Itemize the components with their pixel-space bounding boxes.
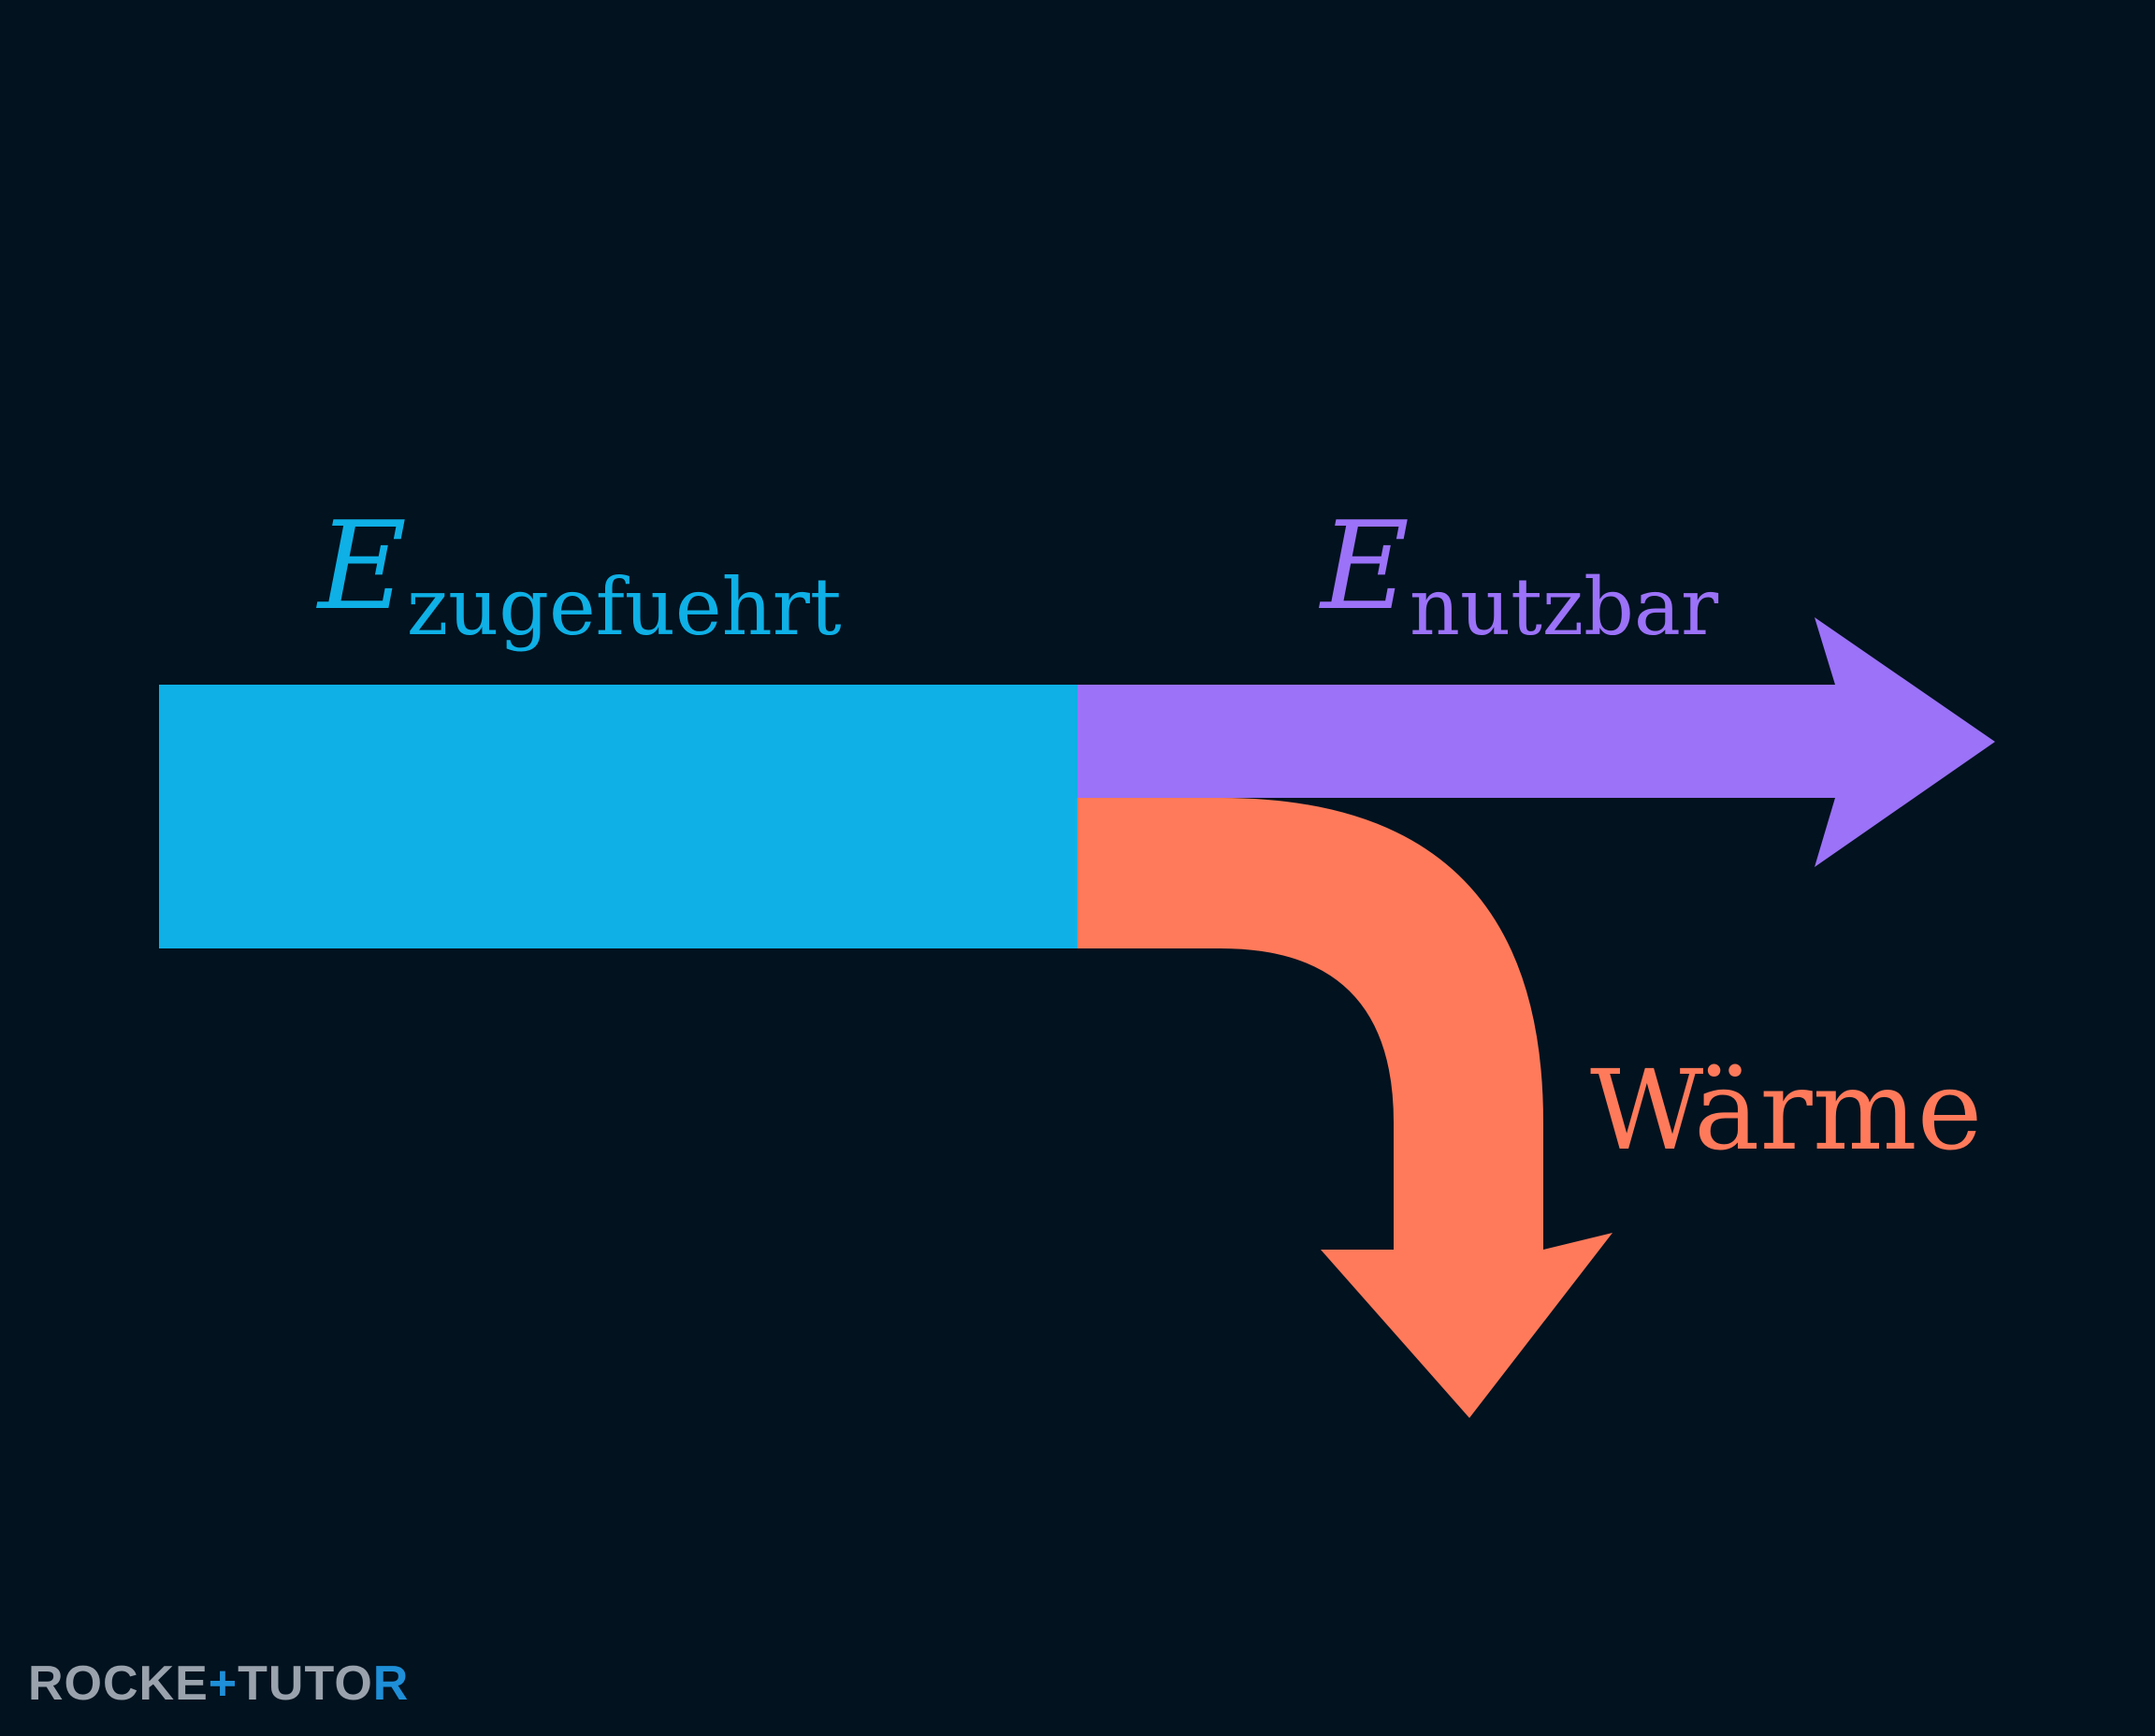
useful-energy-label: Enutzbar <box>1319 495 1719 653</box>
input-energy-subscript: zugefuehrt <box>407 561 842 653</box>
input-energy-block <box>159 685 1078 948</box>
logo-text-part1: ROCKE <box>28 1656 209 1711</box>
logo-text-last: R <box>372 1656 410 1711</box>
heat-flow-arrow <box>1078 798 1613 1418</box>
brand-logo: ROCKE+TUTOR <box>28 1656 409 1712</box>
input-energy-symbol: E <box>316 495 407 637</box>
useful-energy-arrow <box>1078 617 1995 867</box>
heat-label: Wärme <box>1590 1046 1983 1175</box>
logo-plus: + <box>208 1656 239 1711</box>
useful-energy-symbol: E <box>1319 495 1410 637</box>
useful-energy-subscript: nutzbar <box>1410 561 1719 653</box>
input-energy-label: Ezugefuehrt <box>316 495 842 653</box>
logo-text-part2: TUTO <box>238 1656 373 1711</box>
